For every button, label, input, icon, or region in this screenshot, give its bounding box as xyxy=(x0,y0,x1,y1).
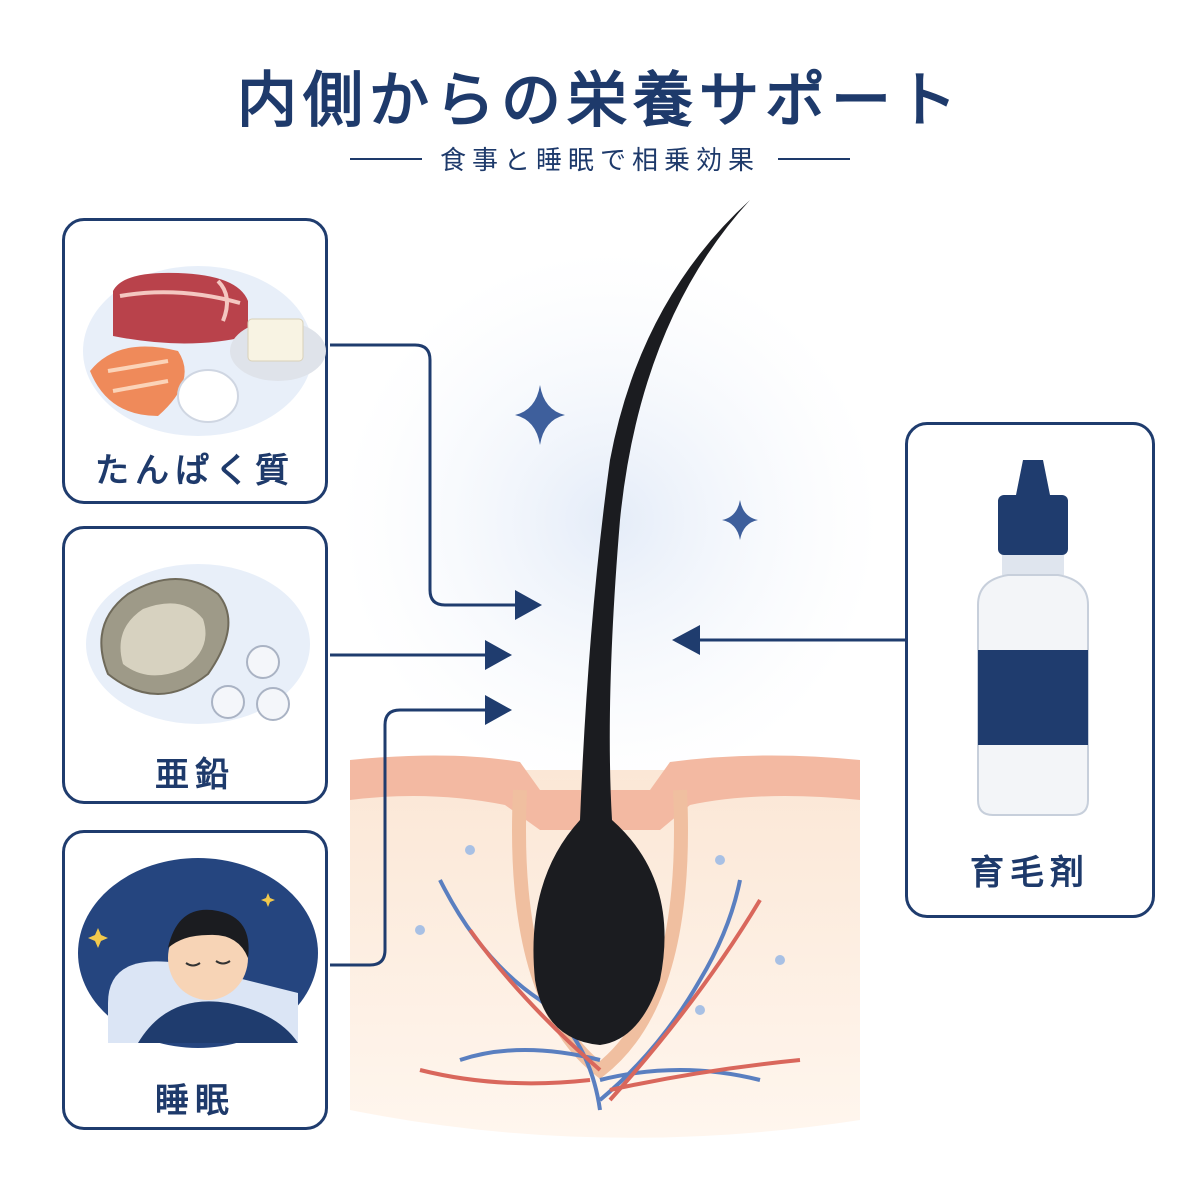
dot-1 xyxy=(465,845,475,855)
subtitle-line-left xyxy=(349,157,422,160)
connector-protein xyxy=(330,343,520,607)
dot-4 xyxy=(775,955,785,965)
dot-3 xyxy=(715,855,725,865)
card-sleep: 睡眠 xyxy=(62,830,328,1130)
arrowhead-sleep xyxy=(485,695,512,725)
artery xyxy=(419,898,801,1102)
sparkle-large xyxy=(515,385,565,445)
dot-2 xyxy=(415,925,425,935)
arrowhead-zinc xyxy=(485,640,512,670)
card-label-sleep: 睡眠 xyxy=(155,1081,235,1121)
card-zinc: 亜鉛 xyxy=(62,526,328,804)
subtitle-row: 食事と睡眠で相乗効果 xyxy=(0,140,1200,177)
oyster-zinc-icon xyxy=(86,564,310,724)
arrowhead-protein xyxy=(515,590,542,620)
card-label-zinc: 亜鉛 xyxy=(155,755,235,795)
arrowhead-tonic xyxy=(672,625,700,655)
card-hair-tonic: 育毛剤 xyxy=(905,422,1155,918)
card-label-protein: たんぱく質 xyxy=(95,451,295,491)
sleeping-man-icon xyxy=(78,858,318,1048)
card-label-hair-tonic: 育毛剤 xyxy=(970,853,1090,893)
subtitle-line-right xyxy=(778,157,850,160)
card-protein: たんぱく質 xyxy=(62,218,328,504)
dot-5 xyxy=(695,1005,705,1015)
page-title: 内側からの栄養サポート xyxy=(237,66,963,136)
connector-sleep xyxy=(330,708,490,967)
sparkle-small xyxy=(722,500,758,540)
vein xyxy=(438,879,761,1111)
hair-shaft xyxy=(533,200,750,1045)
subtitle: 食事と睡眠で相乗効果 xyxy=(439,146,760,176)
protein-foods-icon xyxy=(83,266,326,436)
tonic-bottle-icon xyxy=(977,460,1089,816)
